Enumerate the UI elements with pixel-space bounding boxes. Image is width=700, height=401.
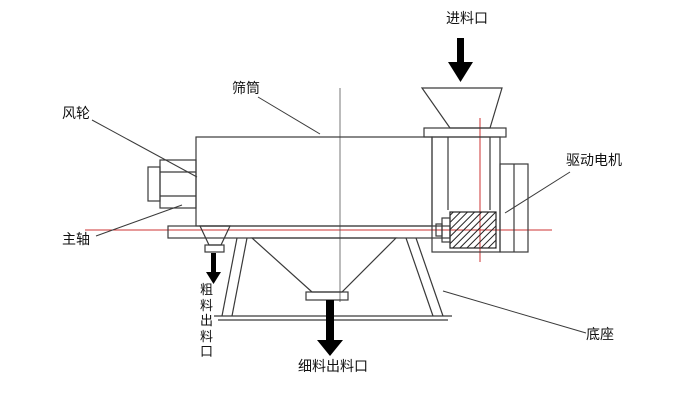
- coarse-chute-flange: [204, 244, 225, 253]
- drive-motor-body: [435, 211, 497, 249]
- leader-line-base: [442, 290, 587, 334]
- motor-shaft-step2: [435, 223, 443, 237]
- label-main-shaft: 主轴: [62, 231, 90, 247]
- leader-line-sieve-drum: [257, 96, 321, 135]
- left-leg-inner: [231, 237, 248, 317]
- label-feed-inlet: 进料口: [446, 10, 488, 26]
- stand-beam: [167, 225, 451, 239]
- fine-arrow-head: [317, 340, 343, 356]
- label-base: 底座: [586, 326, 614, 342]
- leader-line-drive-motor: [504, 171, 571, 214]
- hopper-cone: [250, 237, 398, 293]
- sieve-drum-body: [195, 136, 433, 227]
- label-coarse-outlet: 粗 料 出 料 口: [200, 282, 214, 360]
- label-wind-wheel: 风轮: [62, 105, 90, 121]
- feed-arrow-shaft: [457, 38, 464, 64]
- right-support-plate: [499, 163, 529, 253]
- fine-arrow-shaft: [326, 300, 334, 340]
- feed-arrow-head: [448, 62, 473, 82]
- drum-outline: [195, 136, 433, 227]
- leader-lines: [91, 96, 587, 334]
- feed-inlet-arrow: [448, 38, 473, 82]
- wind-wheel-bearing: [147, 159, 197, 209]
- fine-hopper: [250, 237, 398, 301]
- left-leg-outer: [221, 237, 238, 317]
- leader-line-main-shaft: [95, 204, 183, 237]
- label-fine-outlet: 细料出料口: [298, 358, 368, 374]
- leader-line-wind-wheel: [91, 119, 198, 178]
- feed-funnel: [420, 87, 503, 129]
- right-leg-inner: [405, 237, 434, 317]
- centerlines: [85, 88, 552, 302]
- coarse-chute-cone: [199, 225, 231, 246]
- shaft-end: [147, 166, 161, 202]
- right-leg-outer: [415, 237, 444, 317]
- coarse-outlet-arrow: [206, 253, 221, 284]
- coarse-arrow-shaft: [211, 253, 216, 272]
- label-drive-motor: 驱动电机: [566, 152, 622, 168]
- label-sieve-drum: 筛筒: [232, 80, 260, 96]
- fine-outlet-arrow: [317, 300, 343, 356]
- feed-flange: [423, 127, 507, 138]
- hopper-flange: [305, 291, 349, 301]
- coarse-arrow-head: [206, 272, 221, 284]
- motor-hatched-body: [449, 211, 497, 249]
